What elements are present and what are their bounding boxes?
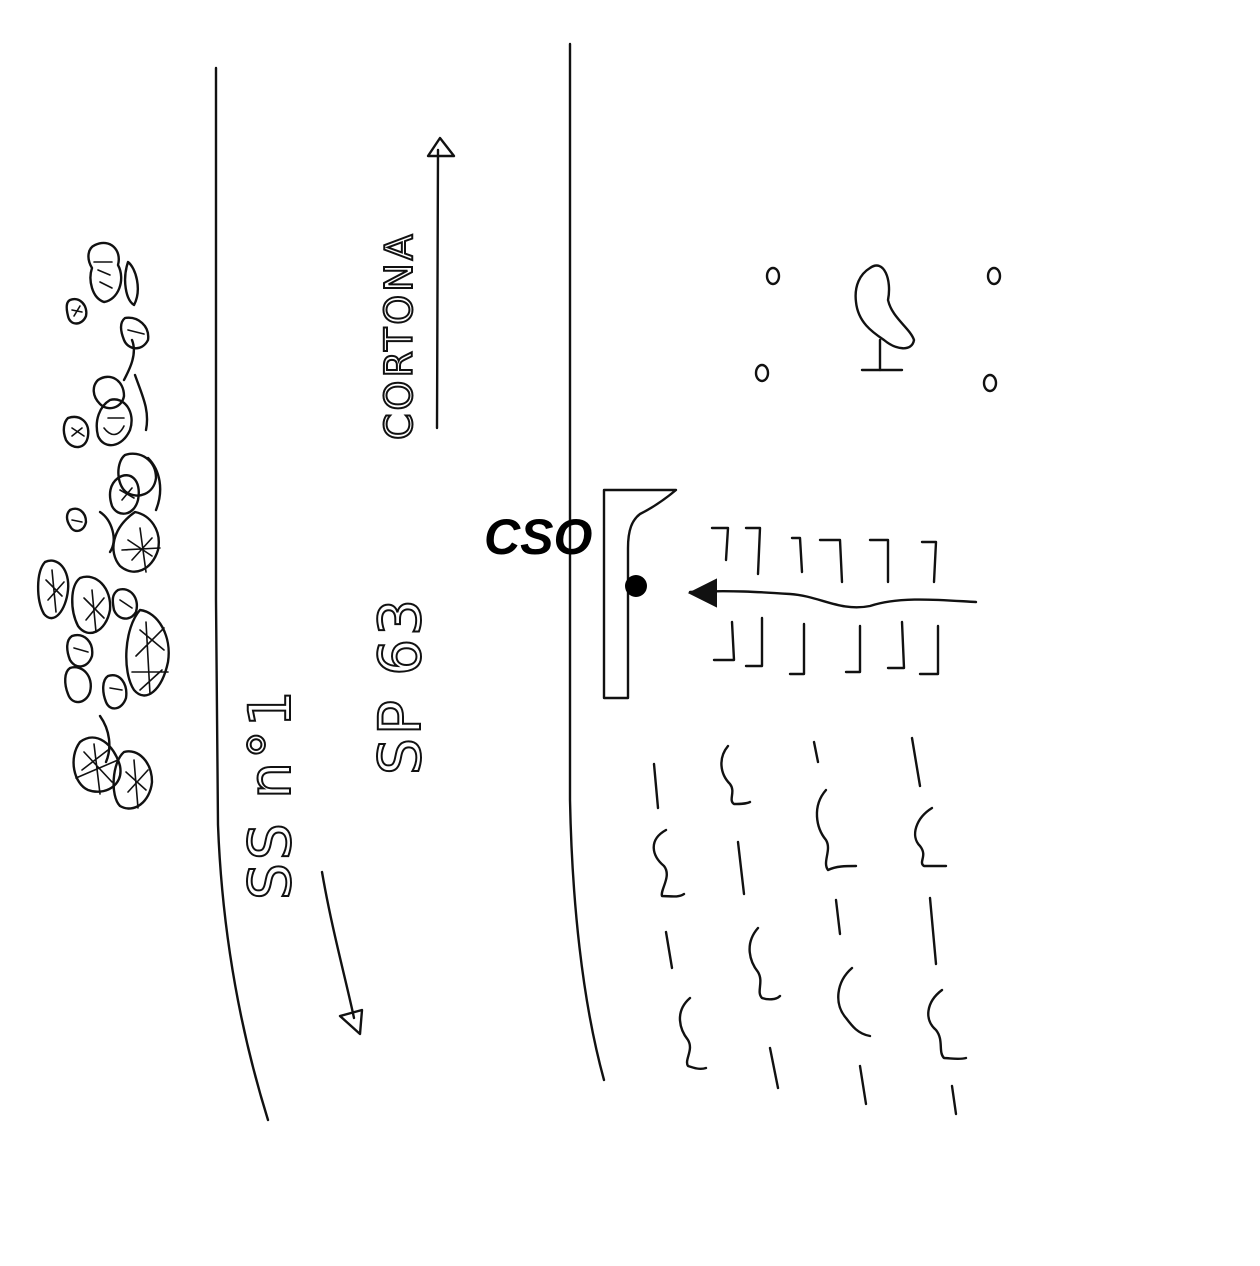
marker-label: CSO bbox=[484, 509, 592, 565]
rock-cluster bbox=[36, 241, 170, 810]
location-dot-icon bbox=[625, 575, 647, 597]
arrow-up-icon bbox=[426, 136, 456, 430]
location-marker: CSO bbox=[484, 509, 647, 597]
road-label-ss1: SS n°1 bbox=[235, 686, 305, 901]
svg-text:SS n°1: SS n°1 bbox=[236, 687, 304, 900]
road-edges bbox=[214, 42, 606, 1122]
grass-tufts bbox=[652, 736, 968, 1116]
svg-text:CORTONA: CORTONA bbox=[377, 231, 421, 440]
svg-text:SP 63: SP 63 bbox=[366, 596, 434, 775]
arrow-left-icon bbox=[687, 578, 978, 609]
building-outline bbox=[602, 488, 678, 700]
parking-stalls bbox=[710, 526, 940, 676]
road-label-sp63: SP 63 bbox=[365, 595, 435, 776]
direction-label-cortona: CORTONA bbox=[376, 230, 422, 441]
tree-symbol bbox=[754, 264, 1002, 393]
arrow-down-icon bbox=[320, 870, 364, 1036]
